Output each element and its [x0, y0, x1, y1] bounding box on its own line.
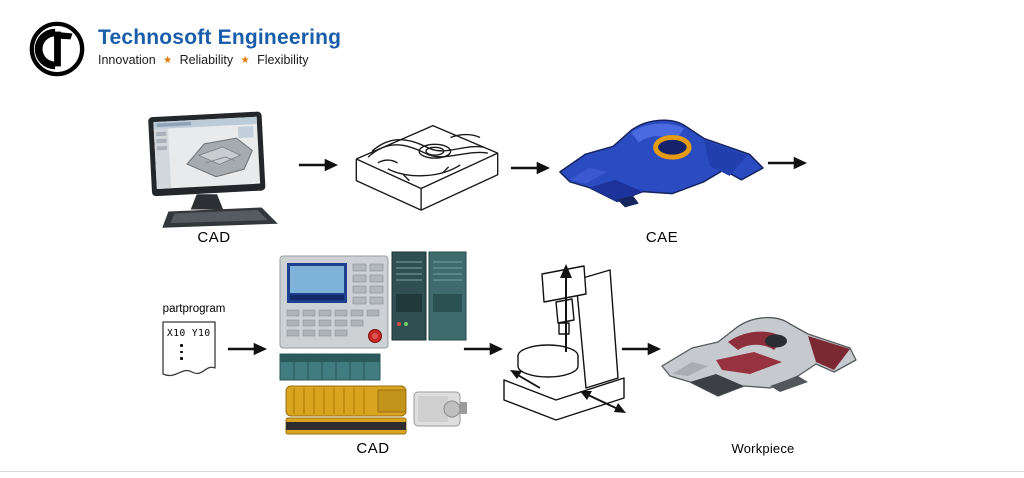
tagline-word-reliability: Reliability: [179, 53, 234, 67]
company-name: Technosoft Engineering: [98, 26, 342, 49]
workpiece-label: Workpiece: [731, 441, 795, 456]
partprogram-label: partprogram: [162, 303, 226, 315]
cad-label-top: CAD: [197, 229, 231, 246]
flow-arrow-icon: [620, 341, 662, 357]
machine-tool-graphic: [496, 260, 634, 434]
wireframe-model-graphic: [348, 108, 506, 216]
technosoft-logo-icon: [28, 20, 86, 78]
flow-arrow-icon: [226, 341, 268, 357]
logo-text: Technosoft Engineering Innovation ★ Reli…: [98, 20, 341, 67]
cae-label: CAE: [645, 229, 679, 246]
partprogram-ellipsis: [180, 344, 183, 360]
partprogram-code: X10 Y10: [167, 328, 211, 339]
logo: Technosoft Engineering Innovation ★ Reli…: [28, 20, 341, 78]
cad-workstation-graphic: [138, 110, 290, 232]
cad-label-bottom: CAD: [356, 440, 390, 457]
flow-arrow-icon: [297, 157, 339, 173]
star-icon: ★: [163, 55, 173, 66]
star-icon: ★: [240, 55, 250, 66]
cnc-hardware-graphic: [278, 250, 468, 440]
logo-tagline: Innovation ★ Reliability ★ Flexibility: [98, 53, 341, 67]
footer-divider: [0, 471, 1024, 472]
workpiece-graphic: [658, 300, 860, 430]
cae-model-graphic: [556, 110, 768, 222]
flow-arrow-icon: [766, 155, 808, 171]
flow-arrow-icon: [509, 160, 551, 176]
tagline-word-innovation: Innovation: [98, 53, 156, 67]
partprogram-sheet: X10 Y10: [160, 320, 218, 386]
flow-arrow-icon: [462, 341, 504, 357]
tagline-word-flexibility: Flexibility: [257, 53, 309, 67]
